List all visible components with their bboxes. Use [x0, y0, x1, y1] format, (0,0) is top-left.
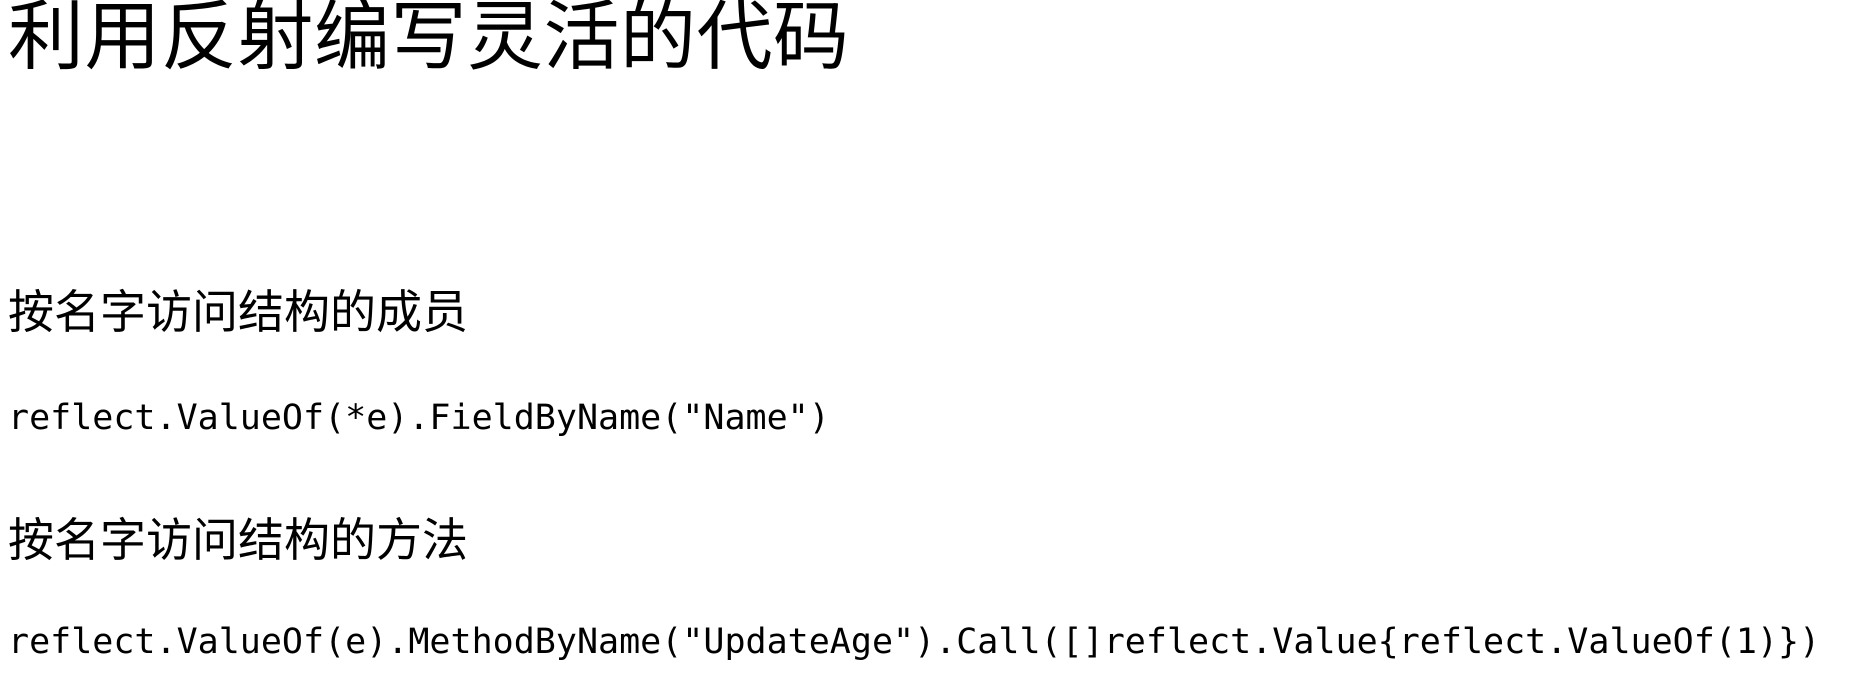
code-snippet-method-by-name: reflect.ValueOf(e).MethodByName("UpdateA… — [8, 622, 1821, 662]
section-heading-field-access: 按名字访问结构的成员 — [8, 286, 468, 338]
section-heading-method-access: 按名字访问结构的方法 — [8, 514, 468, 566]
page-title: 利用反射编写灵活的代码 — [8, 0, 850, 80]
section-field-by-name: 按名字访问结构的成员 reflect.ValueOf(*e).FieldByNa… — [8, 285, 1860, 441]
code-snippet-field-by-name: reflect.ValueOf(*e).FieldByName("Name") — [8, 398, 830, 438]
section-method-by-name: 按名字访问结构的方法 reflect.ValueOf(e).MethodByNa… — [8, 513, 1860, 665]
